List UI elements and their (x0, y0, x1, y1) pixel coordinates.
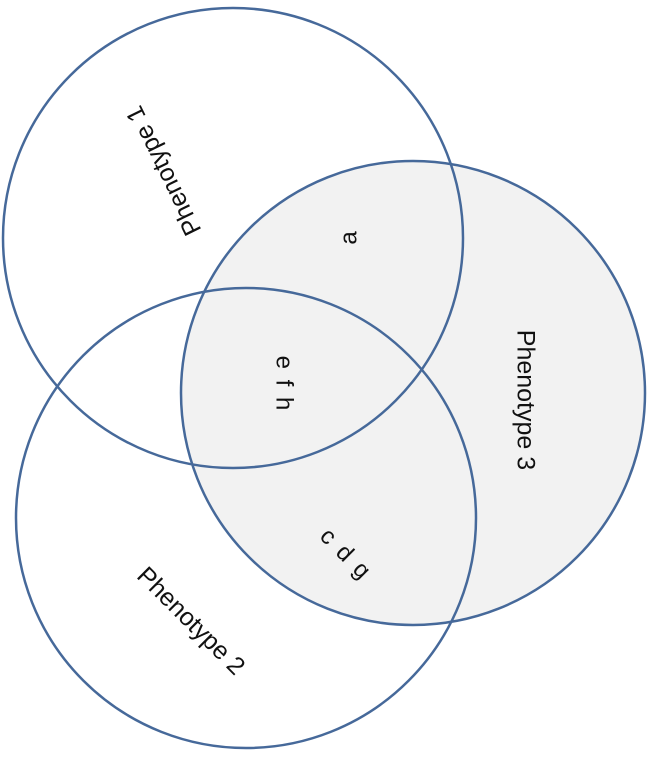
phenotype-3-label: Phenotype 3 (511, 330, 539, 470)
phenotype-1-circle (1, 6, 465, 470)
phenotype-1-label: Phenotype 1 (120, 101, 207, 239)
phenotype-3-circle (179, 159, 647, 627)
phenotype-2-circle (14, 286, 478, 750)
region-phenotype-1-3-label: a (335, 229, 362, 244)
phenotype-2-label: Phenotype 2 (131, 561, 250, 680)
region-phenotype-1-2-3-label: e f h (271, 356, 298, 413)
